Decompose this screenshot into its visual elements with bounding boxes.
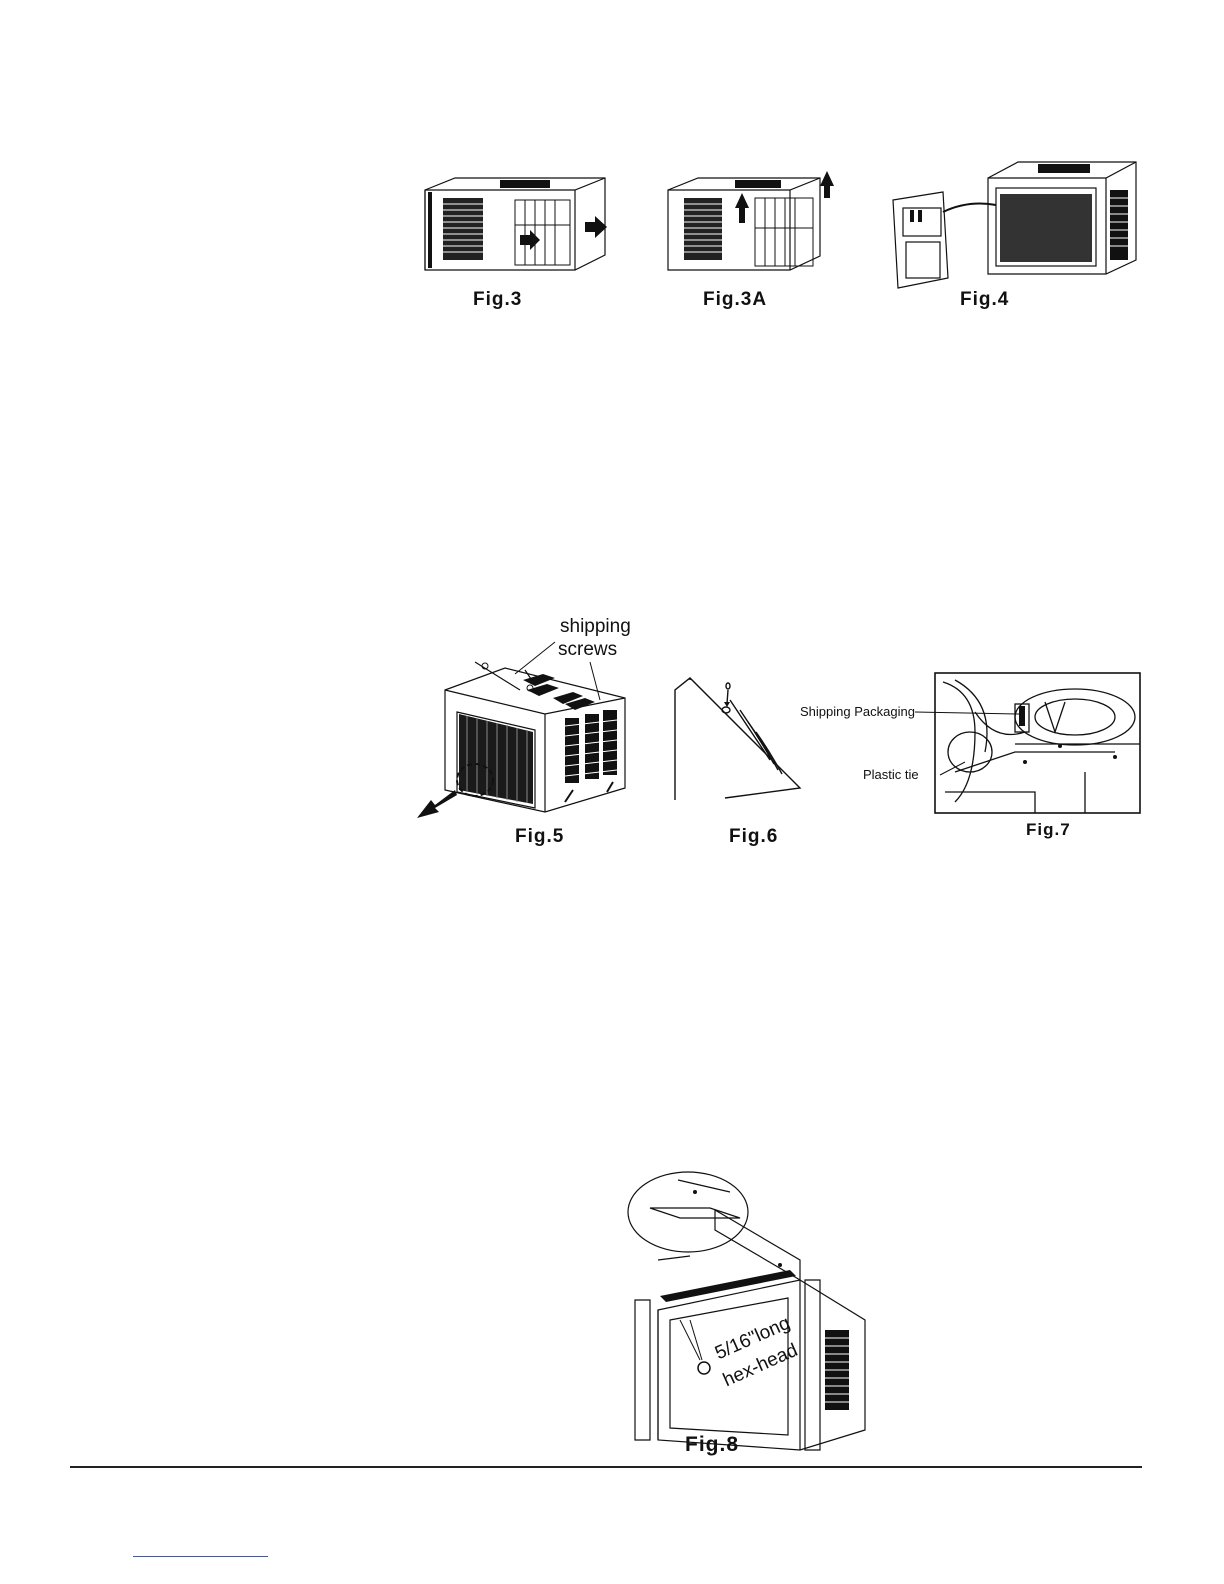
footer-rule [70, 1466, 1142, 1468]
fig4-caption: Fig.4 [960, 289, 1009, 311]
fig8-caption: Fig.8 [685, 1433, 739, 1457]
fig7-illustration [915, 672, 1141, 814]
fig3a-illustration [660, 168, 850, 280]
fig7-label-tie: Plastic tie [863, 767, 919, 782]
fig7-label-packaging: Shipping Packaging [800, 704, 915, 719]
fig5-label-shipping: shipping [560, 616, 631, 638]
footer-link-underline[interactable] [133, 1556, 268, 1557]
fig8-illustration [620, 1170, 890, 1460]
fig3-caption: Fig.3 [473, 289, 522, 311]
fig7-caption: Fig.7 [1026, 820, 1071, 840]
fig6-illustration [670, 670, 810, 805]
fig3-illustration [415, 170, 615, 280]
fig3a-caption: Fig.3A [703, 289, 767, 311]
fig6-caption: Fig.6 [729, 826, 778, 848]
fig4-illustration [888, 150, 1138, 290]
fig5-caption: Fig.5 [515, 826, 564, 848]
fig5-illustration [415, 640, 645, 825]
